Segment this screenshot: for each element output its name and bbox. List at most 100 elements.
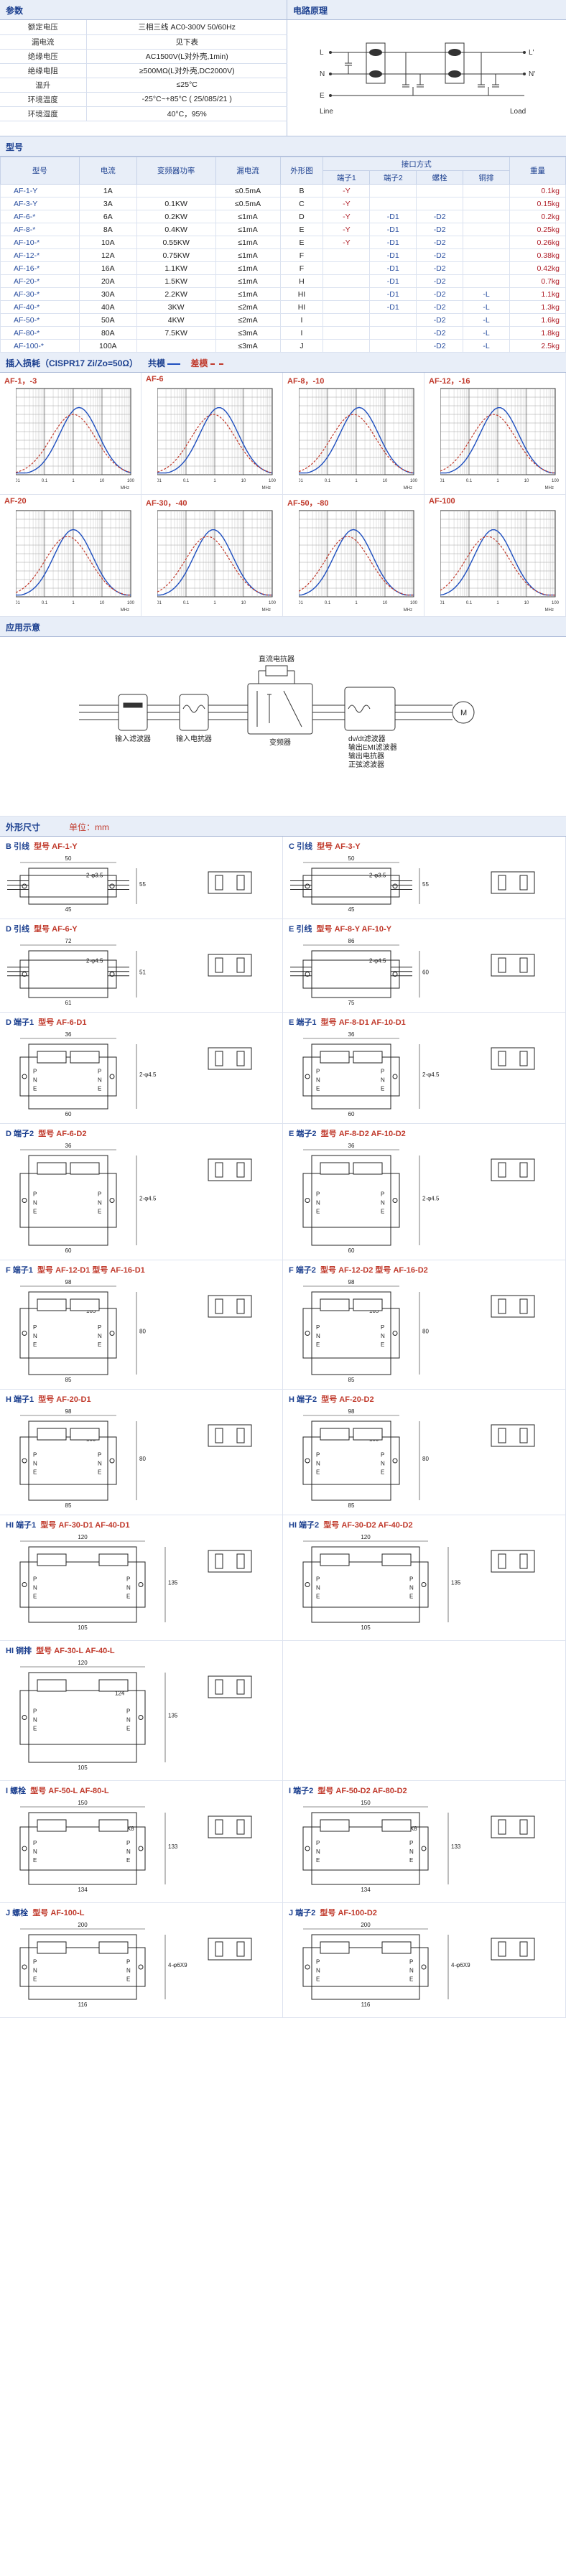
chart-series-diff (440, 414, 556, 474)
dim-tag: C 引线 (289, 842, 312, 851)
dim-flange (19, 1561, 146, 1608)
model-cell-lk: ≤2mA (215, 313, 281, 327)
chart-x-tick: 1 (72, 601, 75, 605)
dim-pne-label: E (381, 1342, 384, 1348)
chart-x-tick: 100 (410, 479, 418, 483)
dim-mount-hole (22, 1846, 27, 1851)
app-inverter: 变频器 (269, 738, 291, 747)
model-cell-t1 (323, 339, 371, 353)
dim-model: 型号 AF-20-D1 (38, 1395, 91, 1404)
dim-pne-label: P (316, 1191, 320, 1197)
model-cell-c (463, 274, 510, 288)
dim-tag: I 螺栓 (6, 1787, 27, 1795)
chart-cell: AF-30，-400.010.1110100MHz010203040506070… (142, 495, 283, 617)
legend-diff-mode: 差模 (190, 357, 223, 369)
dim-terminal-block (70, 1428, 100, 1441)
dim-side-terminal (215, 1162, 223, 1178)
circuit-l-in: L (320, 49, 324, 57)
dim-flange (19, 1056, 117, 1097)
dim-cell: F 端子1 型号 AF-12-D1 型号 AF-16-D1988580105PP… (0, 1260, 283, 1390)
dim-side-view (491, 1424, 535, 1447)
dim-pne-label: N (409, 1968, 414, 1974)
dim-caption: I 螺栓 型号 AF-50-L AF-80-L (0, 1781, 282, 1800)
model-cell-p: 0.55KW (136, 236, 216, 249)
model-cell-lk: ≤1mA (215, 274, 281, 288)
dim-terminal-block (381, 1553, 412, 1566)
dim-side-view (208, 1675, 252, 1698)
dim-flange (19, 1690, 146, 1745)
chart-x-tick: 0.01 (16, 601, 20, 605)
dim-pne-label: P (33, 1840, 37, 1846)
model-cell-b (416, 197, 464, 210)
param-key: 环境湿度 (0, 106, 87, 121)
dim-cell: I 螺栓 型号 AF-50-L AF-80-L1501341334-φ6X8PP… (0, 1781, 283, 1903)
model-cell-s: D (279, 210, 324, 223)
dim-caption: HI 端子2 型号 AF-30-D2 AF-40-D2 (283, 1515, 565, 1534)
model-cell-c: -L (463, 326, 510, 340)
dim-terminal-block (37, 1298, 67, 1311)
dim-height-label: 80 (422, 1456, 429, 1462)
dim-flange (19, 959, 117, 989)
dim-height-label: 55 (422, 881, 429, 888)
chart-x-tick: 10 (383, 479, 388, 483)
model-cell-lk: ≤1mA (215, 223, 281, 236)
chart-x-tick: 0.01 (440, 601, 445, 605)
chart-x-tick: 10 (100, 479, 105, 483)
dim-side-view (491, 1047, 535, 1070)
dim-height-label: 80 (422, 1329, 429, 1335)
chart-cell: AF-8，-100.010.1110100MHz0102030405060708… (283, 373, 424, 495)
app-out-3: 正弦滤波器 (348, 760, 384, 769)
col-weight: 重量 (509, 157, 566, 185)
dim-width-label: 150 (78, 1800, 88, 1806)
model-cell-b: -D2 (416, 326, 464, 340)
model-cell-lk: ≤1mA (215, 287, 281, 301)
dim-pne-label: N (33, 1968, 37, 1974)
dim-terminal-block (98, 1819, 129, 1832)
model-cell-t2: -D1 (369, 300, 417, 314)
application-svg: 直流电抗器 输入滤波器 输入电抗器 变频器 dv/dt滤波器 输出EMI滤波器 … (79, 654, 475, 769)
dim-pne-label: E (316, 1976, 320, 1983)
dim-pne-label: P (316, 1452, 320, 1459)
chart-series-diff (157, 536, 272, 596)
model-cell-p: 1.5KW (136, 274, 216, 288)
dim-pne-label: E (409, 1857, 413, 1864)
dim-side-terminal (215, 1819, 223, 1835)
dim-mount-hole (109, 883, 115, 889)
model-cell-c (463, 236, 510, 249)
dim-height-label: 80 (139, 1456, 146, 1462)
dim-pne-label: P (33, 1324, 37, 1331)
dim-side-terminal (498, 1941, 506, 1957)
param-value: 见下表 (86, 34, 287, 50)
dim-side-terminal (498, 875, 506, 891)
model-cell-t2: -D1 (369, 236, 417, 249)
dim-side-terminal (215, 1428, 223, 1443)
chart-x-tick: 0.01 (299, 601, 303, 605)
insertion-loss-title: 插入损耗（CISPR17 Zi/Zo=50Ω） 共模 差模 (0, 353, 566, 373)
dim-terminal-block (381, 1819, 412, 1832)
model-cell-w: 1.6kg (509, 313, 566, 327)
model-cell-t1 (323, 287, 371, 301)
dim-hole-label: 2-φ4.5 (86, 957, 103, 964)
dim-terminal-block (320, 1428, 350, 1441)
dim-side-view (491, 954, 535, 977)
dim-mount-hole (138, 1715, 144, 1720)
chart-cell: AF-1，-30.010.1110100MHz01020304050607080… (0, 373, 142, 495)
chart-x-tick: 0.1 (325, 479, 331, 483)
dim-height-label: 4-φ6X9 (451, 1962, 470, 1968)
dim-pne-label: N (316, 1077, 320, 1084)
dim-side-view (208, 1815, 252, 1838)
dim-pne-label: P (98, 1069, 101, 1075)
param-key: 绝缘电阻 (0, 63, 87, 78)
model-cell-m: AF-30-* (0, 287, 80, 301)
model-cell-s: B (279, 184, 324, 197)
col-terminal1: 端子1 (323, 170, 371, 185)
dim-terminal-block (320, 1553, 350, 1566)
chart-x-tick: 1 (72, 479, 75, 483)
application-diagram: 直流电抗器 输入滤波器 输入电抗器 变频器 dv/dt滤波器 输出EMI滤波器 … (0, 637, 566, 817)
